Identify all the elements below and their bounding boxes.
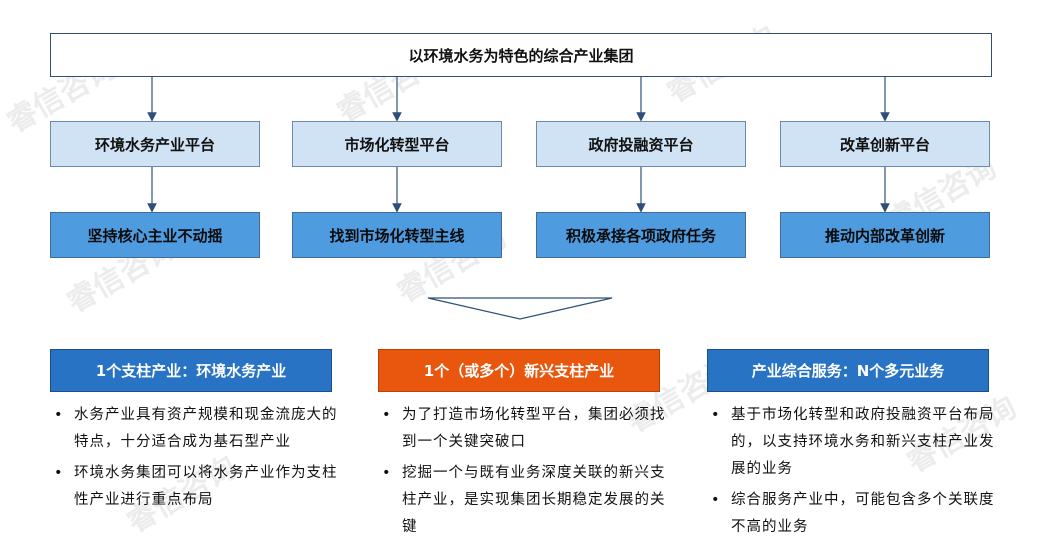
list-item: •水务产业具有资产规模和现金流庞大的特点，十分适合成为基石型产业 — [50, 402, 340, 456]
platform-box-environment-water: 环境水务产业平台 — [50, 121, 260, 167]
down-triangle-icon — [427, 297, 613, 320]
platform-box-reform-innovation: 改革创新平台 — [780, 121, 990, 167]
list-item: •为了打造市场化转型平台，集团必须找到一个关键突破口 — [378, 402, 668, 456]
list-item: •综合服务产业中，可能包含多个关联度不高的业务 — [707, 487, 997, 541]
bullet-icon: • — [382, 407, 392, 423]
list-item: •基于市场化转型和政府投融资平台布局的，以支持环境水务和新兴支柱产业发展的业务 — [707, 402, 997, 483]
action-box-3: 积极承接各项政府任务 — [536, 212, 746, 258]
bullet-icon: • — [711, 407, 721, 423]
bullet-icon: • — [711, 492, 721, 508]
list-item: •环境水务集团可以将水务产业作为支柱性产业进行重点布局 — [50, 460, 340, 514]
action-box-4: 推动内部改革创新 — [780, 212, 990, 258]
platform-box-market-transformation: 市场化转型平台 — [292, 121, 502, 167]
bullet-icon: • — [54, 407, 64, 423]
category-header-pillar: 1个支柱产业：环境水务产业 — [50, 349, 332, 392]
bullet-column-services: •基于市场化转型和政府投融资平台布局的，以支持环境水务和新兴支柱产业发展的业务 … — [707, 402, 997, 545]
group-title-box: 以环境水务为特色的综合产业集团 — [50, 33, 992, 77]
list-item: •挖掘一个与既有业务深度关联的新兴支柱产业，是实现集团长期稳定发展的关键 — [378, 460, 668, 541]
category-header-services: 产业综合服务：N个多元业务 — [707, 349, 989, 392]
bullet-column-pillar: •水务产业具有资产规模和现金流庞大的特点，十分适合成为基石型产业 •环境水务集团… — [50, 402, 340, 518]
bullet-icon: • — [382, 465, 392, 481]
bullet-icon: • — [54, 465, 64, 481]
bullet-column-emerging: •为了打造市场化转型平台，集团必须找到一个关键突破口 •挖掘一个与既有业务深度关… — [378, 402, 668, 545]
action-box-1: 坚持核心主业不动摇 — [50, 212, 260, 258]
platform-box-government-financing: 政府投融资平台 — [536, 121, 746, 167]
action-box-2: 找到市场化转型主线 — [292, 212, 502, 258]
category-header-emerging: 1个（或多个）新兴支柱产业 — [378, 349, 660, 392]
